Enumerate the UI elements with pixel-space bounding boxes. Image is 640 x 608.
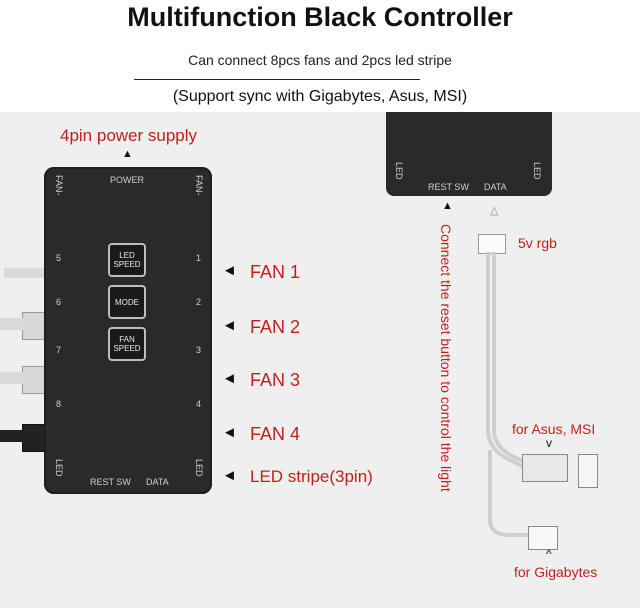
mode-button[interactable]: MODE bbox=[108, 285, 146, 319]
fan3-label: FAN 3 bbox=[250, 370, 301, 390]
power-port-label: POWER bbox=[110, 175, 145, 185]
reset-button-note: Connect the reset button to control the … bbox=[438, 224, 454, 492]
arrow-up-icon: ▲ bbox=[442, 200, 453, 212]
support-note: (Support sync with Gigabytes, Asus, MSI) bbox=[172, 88, 468, 105]
fan2-label: FAN 2 bbox=[250, 317, 301, 337]
fan-wire-8 bbox=[0, 430, 24, 442]
arrow-up-icon: ▲ bbox=[122, 148, 133, 160]
gigabyte-connector bbox=[528, 526, 558, 550]
fan-minus-left: FAN- bbox=[54, 175, 64, 196]
port-number-6: 6 bbox=[56, 297, 62, 307]
fan1-label: FAN 1 bbox=[250, 262, 301, 282]
power-supply-label: 4pin power supply bbox=[60, 126, 198, 145]
triangle-up-icon: △ bbox=[490, 205, 499, 217]
small-rest-sw-label: REST SW bbox=[428, 182, 469, 192]
led-port-left-label: LED bbox=[54, 459, 64, 477]
port-number-8: 8 bbox=[56, 399, 62, 409]
port-number-5: 5 bbox=[56, 253, 62, 263]
asus-caret: v bbox=[546, 436, 552, 450]
fan-wire-6 bbox=[0, 318, 24, 330]
fan-wire-5 bbox=[4, 268, 46, 278]
led-stripe-label: LED stripe(3pin) bbox=[250, 467, 373, 486]
led-port-right-label: LED bbox=[194, 459, 204, 477]
cable-svg bbox=[486, 252, 531, 537]
page-title: Multifunction Black Controller bbox=[127, 2, 513, 32]
fan-connector-8 bbox=[22, 424, 46, 452]
arrow-left-icon: ◄ bbox=[222, 262, 237, 279]
small-led-right-label: LED bbox=[532, 162, 542, 180]
port-number-2: 2 bbox=[196, 297, 202, 307]
fan-wire-7 bbox=[0, 372, 24, 384]
gigabyte-caret: ^ bbox=[546, 547, 552, 561]
divider bbox=[134, 79, 420, 80]
port-number-4: 4 bbox=[196, 399, 202, 409]
port-number-3: 3 bbox=[196, 345, 202, 355]
small-controller-board: LED LED REST SW DATA bbox=[386, 112, 552, 196]
gigabyte-label: for Gigabytes bbox=[514, 564, 598, 580]
arrow-left-icon: ◄ bbox=[222, 424, 237, 441]
rest-sw-port-label: REST SW bbox=[90, 477, 131, 487]
port-number-7: 7 bbox=[56, 345, 62, 355]
rgb-label: 5v rgb bbox=[518, 235, 557, 251]
asus-msi-label: for Asus, MSI bbox=[512, 421, 596, 437]
fan-connector-6 bbox=[22, 312, 46, 340]
fan4-label: FAN 4 bbox=[250, 424, 301, 444]
arrow-left-icon: ◄ bbox=[222, 317, 237, 334]
small-led-left-label: LED bbox=[394, 162, 404, 180]
header-pins bbox=[578, 454, 598, 488]
arrow-left-icon: ◄ bbox=[222, 370, 237, 387]
arrow-left-icon: ◄ bbox=[222, 467, 237, 484]
port-number-1: 1 bbox=[196, 253, 202, 263]
small-data-label: DATA bbox=[484, 182, 507, 192]
asus-connector bbox=[522, 454, 568, 482]
data-port-label: DATA bbox=[146, 477, 169, 487]
fan-connector-7 bbox=[22, 366, 46, 394]
subtitle: Can connect 8pcs fans and 2pcs led strip… bbox=[188, 52, 452, 68]
fan-minus-right: FAN- bbox=[194, 175, 204, 196]
